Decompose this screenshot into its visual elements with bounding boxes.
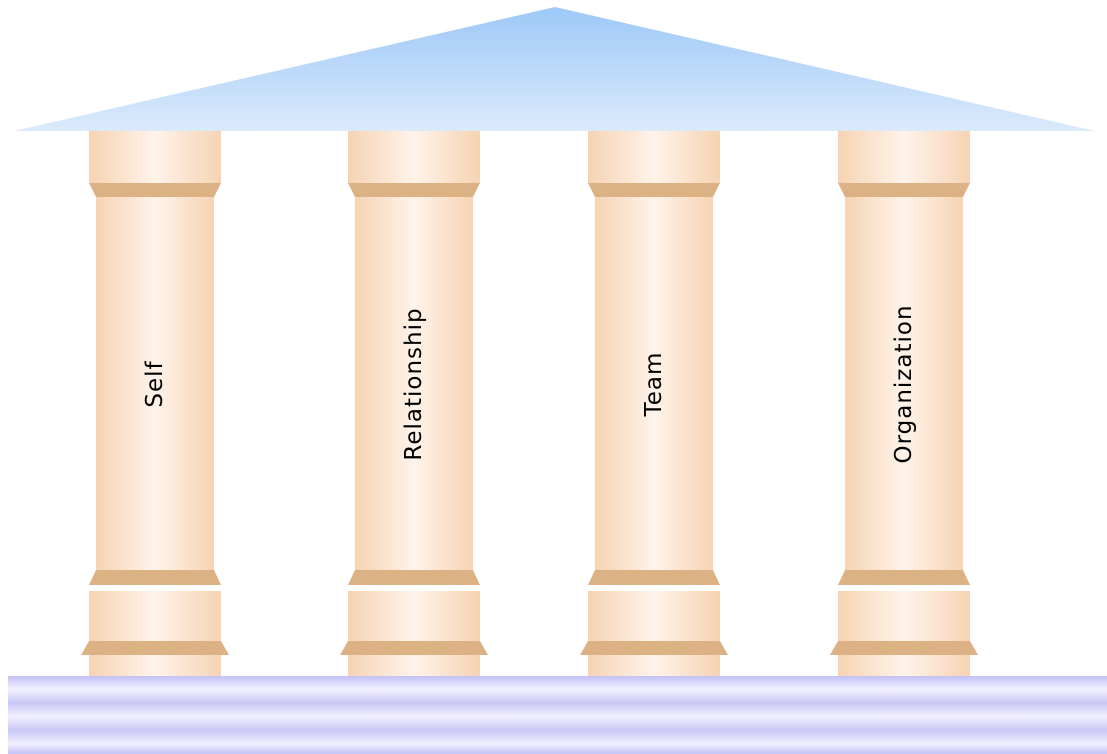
- pillar-top-band: [348, 183, 480, 197]
- pillar-plinth-band: [340, 641, 488, 655]
- pillar-organization: Organization: [830, 131, 978, 676]
- pillar-top-band: [588, 183, 720, 197]
- pillar-relationship: Relationship: [340, 131, 488, 676]
- foundation: [8, 676, 1107, 754]
- pillar-base-block: [89, 591, 221, 641]
- pillar-team: Team: [580, 131, 728, 676]
- pillar-lower-band: [588, 570, 720, 585]
- pillar-base-block: [588, 591, 720, 641]
- pillar-foot: [89, 655, 221, 676]
- pillar-plinth-band: [830, 641, 978, 655]
- pillar-foot: [348, 655, 480, 676]
- pillar-label-relationship: Relationship: [401, 307, 427, 460]
- pillar-base-block: [348, 591, 480, 641]
- pillar-capital: [838, 131, 970, 183]
- pillar-top-band: [838, 183, 970, 197]
- pillar-shaft: [96, 197, 214, 570]
- pillar-lower-band: [89, 570, 221, 585]
- pillar-shaft: [595, 197, 713, 570]
- pillar-lower-band: [348, 570, 480, 585]
- pillar-label-self: Self: [142, 360, 168, 407]
- pillar-self: Self: [81, 131, 229, 676]
- pillar-base-block: [838, 591, 970, 641]
- pillar-plinth-band: [81, 641, 229, 655]
- pillar-lower-band: [838, 570, 970, 585]
- pillar-shaft: [845, 197, 963, 570]
- pillar-capital: [588, 131, 720, 183]
- pillar-top-band: [89, 183, 221, 197]
- pillar-capital: [348, 131, 480, 183]
- roof: [14, 7, 1095, 131]
- pillar-capital: [89, 131, 221, 183]
- pillar-foot: [588, 655, 720, 676]
- pillar-foot: [838, 655, 970, 676]
- pillar-label-organization: Organization: [891, 304, 917, 463]
- pillar-plinth-band: [580, 641, 728, 655]
- pillar-shaft: [355, 197, 473, 570]
- pillar-label-team: Team: [641, 352, 667, 418]
